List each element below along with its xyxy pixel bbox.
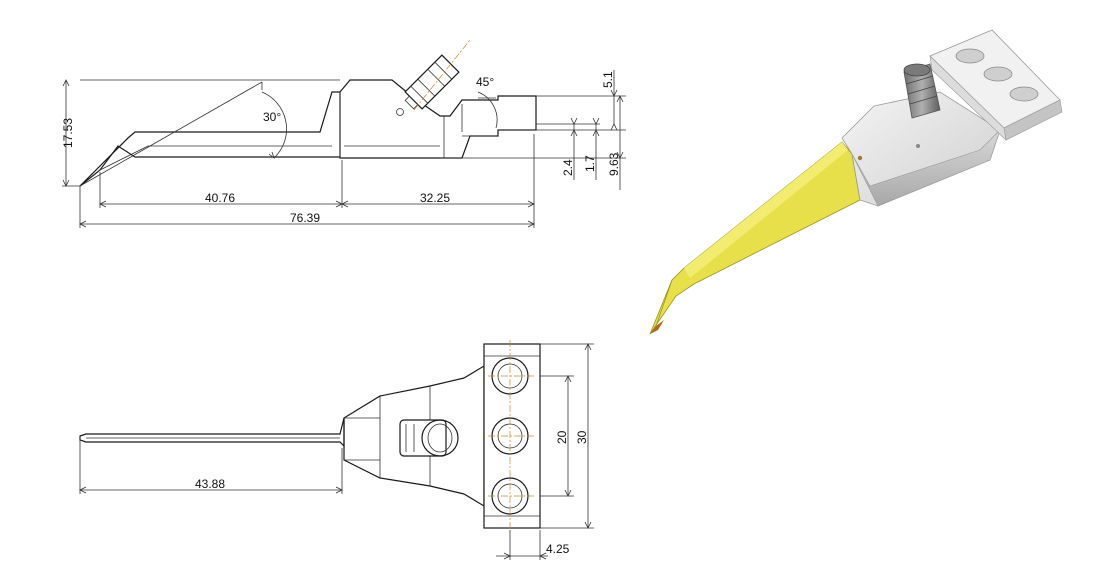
angle-45-label: 45° (476, 75, 494, 89)
side-view-connector (404, 54, 460, 110)
top-view-holes (488, 340, 534, 532)
dim-top-offset: 5.1 (601, 71, 615, 88)
angle-30-label: 30° (263, 110, 281, 124)
side-view: 30° 45° 17.53 40.76 32.25 76.39 (61, 39, 626, 228)
render-block (929, 29, 1063, 141)
dim-hole-offset: 4.25 (546, 542, 570, 556)
dim-blade-length: 43.88 (195, 477, 225, 491)
angle-30-line (79, 81, 263, 187)
dim-block-width: 30 (575, 430, 589, 444)
dim-height: 17.53 (61, 118, 75, 148)
dim-overall-height: 9.63 (607, 152, 621, 176)
render-blade (649, 141, 861, 335)
render-housing (841, 91, 1001, 207)
dim-left-length: 40.76 (205, 191, 235, 205)
render-connector (903, 63, 941, 119)
dim-right-length: 32.25 (420, 191, 450, 205)
dim-total-length: 76.39 (290, 211, 320, 225)
side-view-outline (79, 39, 537, 187)
dim-small-a: 2.4 (561, 159, 575, 176)
dim-small-b: 1.7 (583, 155, 597, 172)
top-view-connector (399, 419, 459, 457)
dim-hole-pitch: 20 (555, 430, 569, 444)
isometric-render (649, 29, 1063, 335)
top-view: 43.88 20 30 4.25 (79, 340, 594, 560)
top-view-blade (79, 417, 345, 448)
